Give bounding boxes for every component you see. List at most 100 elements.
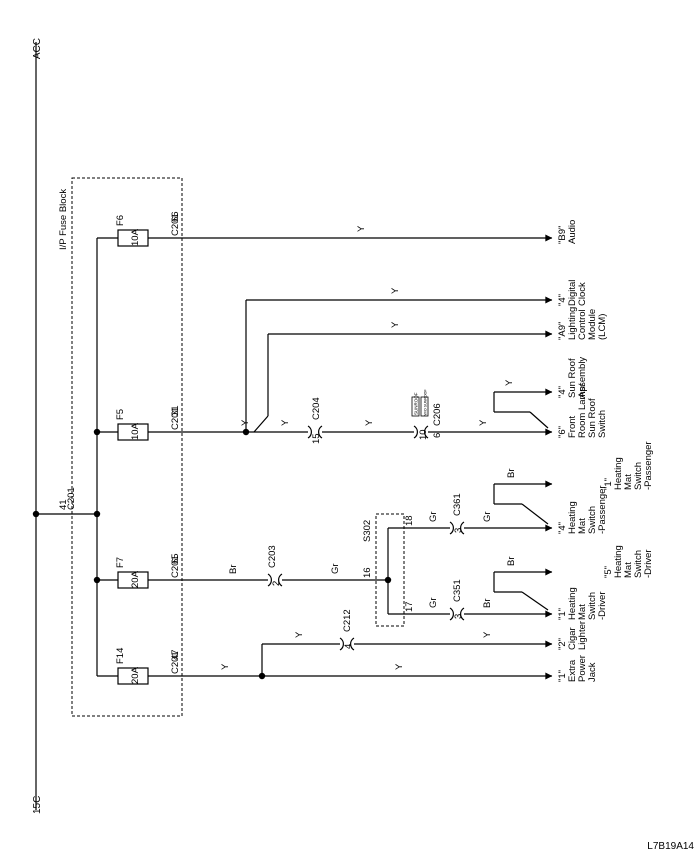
wire-color-label: Br bbox=[228, 565, 239, 575]
wire-color-label: Y bbox=[390, 287, 401, 294]
wire-color-label: Y bbox=[364, 419, 375, 426]
c206-tag-no-sunroof bbox=[420, 396, 429, 417]
dest-cigar-line: Lighter bbox=[577, 621, 588, 650]
dest-audio-label: Audio bbox=[567, 220, 578, 244]
dest-hm-pass-1-line: Heating bbox=[613, 457, 624, 490]
dest-hm-pass-4-line: Heating bbox=[567, 501, 578, 534]
dest-roomlamp-code: "6" bbox=[557, 426, 568, 438]
fuse-pin: 66 bbox=[170, 211, 181, 222]
wire-color-label: Y bbox=[390, 321, 401, 328]
junction-dot bbox=[242, 428, 250, 436]
dest-hm-pass-1-line: -Passenger bbox=[643, 441, 654, 490]
acc-label: ACC bbox=[32, 38, 43, 59]
wire-color-label: Y bbox=[356, 225, 367, 232]
junction-dot bbox=[93, 428, 101, 436]
connector-name: C361 bbox=[452, 493, 463, 516]
connector-c361 bbox=[449, 521, 465, 535]
connector-pin: 10 bbox=[418, 429, 429, 440]
wire-color-label: Br bbox=[506, 469, 517, 479]
wire-color-label: Y bbox=[478, 419, 489, 426]
dest-hm-drv-5-line: Mat bbox=[623, 562, 634, 578]
dest-clock-line: Digital bbox=[567, 280, 578, 306]
dest-hm-pass-1-line: Mat bbox=[623, 474, 634, 490]
wire-color-label: Br bbox=[506, 557, 517, 567]
fuse-f5 bbox=[117, 423, 149, 441]
dest-hm-pass-4-code: "4" bbox=[557, 522, 568, 534]
connector-name: C212 bbox=[342, 609, 353, 632]
fuse-connector: C201 bbox=[170, 407, 181, 430]
wire-color-label: Y bbox=[482, 631, 493, 638]
fuse-connector: C201 bbox=[170, 651, 181, 674]
splice-s302-outline bbox=[375, 513, 405, 627]
connector-pin: 15 bbox=[311, 433, 322, 444]
fuse-f14 bbox=[117, 667, 149, 685]
connector-pin: 2 bbox=[271, 581, 282, 586]
fuse-block-outline bbox=[71, 177, 183, 717]
dest-lcm-line: Module bbox=[587, 309, 598, 340]
connector-pin: 4 bbox=[343, 644, 354, 649]
dest-hm-drv-5-code: "5" bbox=[603, 566, 614, 578]
dest-power-line: Jack bbox=[587, 662, 598, 682]
fuse-connector: C201 bbox=[170, 555, 181, 578]
dest-hm-drv-1-line: Heating bbox=[567, 587, 578, 620]
dest-hm-pass-1-code: "1" bbox=[603, 478, 614, 490]
fuse-rating: 10A bbox=[130, 422, 141, 440]
wire-color-label: Y bbox=[280, 419, 291, 426]
connector-name: C351 bbox=[452, 579, 463, 602]
fuse-name: F7 bbox=[115, 557, 126, 568]
dest-lcm-code: "A9" bbox=[557, 322, 568, 340]
dest-hm-drv-1-line: -Driver bbox=[597, 592, 608, 621]
wire-color-label: Gr bbox=[330, 563, 341, 574]
splice-pin: 17 bbox=[404, 601, 415, 612]
dest-hm-pass-1-line: Switch bbox=[633, 462, 644, 490]
connector-pin: 6 bbox=[432, 433, 443, 438]
wire-color-label: Gr bbox=[428, 511, 439, 522]
connector-c204 bbox=[307, 425, 323, 439]
junction-dot bbox=[32, 510, 40, 518]
wire-color-label: Y bbox=[394, 663, 405, 670]
junction-dot bbox=[93, 510, 101, 518]
splice-pin: 18 bbox=[404, 515, 415, 526]
c206-tag-sunroof-text: SUNROOF bbox=[414, 392, 419, 415]
wire-color-label: Gr bbox=[482, 511, 493, 522]
dest-roomlamp-line: Sun Roof bbox=[587, 398, 598, 438]
fuse-f6 bbox=[117, 229, 149, 247]
wire-color-label: Y bbox=[294, 631, 305, 638]
connector-name: C206 bbox=[432, 403, 443, 426]
connector-name: C203 bbox=[267, 545, 278, 568]
dest-sunroof-line: Sun Roof bbox=[567, 358, 578, 398]
wire-color-label: Gr bbox=[428, 597, 439, 608]
fuse-f7 bbox=[117, 571, 149, 589]
dest-clock-code: "4" bbox=[557, 294, 568, 306]
junction-dot bbox=[258, 672, 266, 680]
bus-pin-label: 41 bbox=[58, 499, 69, 510]
fuse-pin: 47 bbox=[170, 649, 181, 660]
wire-branch-lcm bbox=[253, 415, 269, 433]
fuse-block-title: I/P Fuse Block bbox=[58, 189, 69, 250]
connector-pin: 3 bbox=[453, 528, 464, 533]
wire-color-label: Y bbox=[240, 419, 251, 426]
splice-name: S302 bbox=[362, 520, 373, 542]
fuse-name: F14 bbox=[115, 648, 126, 664]
junction-dot bbox=[93, 576, 101, 584]
dest-roomlamp-line: Switch bbox=[597, 410, 608, 438]
wire-sunroof-loop bbox=[529, 411, 549, 429]
dest-power-line: Power bbox=[577, 655, 588, 682]
wire-color-label: Y bbox=[504, 379, 515, 386]
fuse-connector: C201 bbox=[170, 213, 181, 236]
dest-power-code: "1" bbox=[557, 670, 568, 682]
dest-power-line: Extra bbox=[567, 659, 578, 682]
dest-hm-drv-1-line: Mat bbox=[577, 604, 588, 620]
wire-color-label: Y bbox=[220, 663, 231, 670]
fuse-rating: 20A bbox=[130, 570, 141, 588]
dest-hm-pass-4-line: -Passenger bbox=[597, 485, 608, 534]
dest-hm-drv-1-code: "1" bbox=[557, 608, 568, 620]
dest-hm-pass-4-line: Switch bbox=[587, 506, 598, 534]
bus-connector-label: C201 bbox=[66, 487, 77, 510]
bus-bottom-label: 15C bbox=[32, 796, 43, 814]
dest-lcm-line: Lighting bbox=[567, 307, 578, 340]
fuse-rating: 20A bbox=[130, 666, 141, 684]
dest-hm-drv-1-line: Switch bbox=[587, 592, 598, 620]
connector-name: C204 bbox=[311, 397, 322, 420]
dest-audio-code: "B9" bbox=[557, 226, 568, 244]
